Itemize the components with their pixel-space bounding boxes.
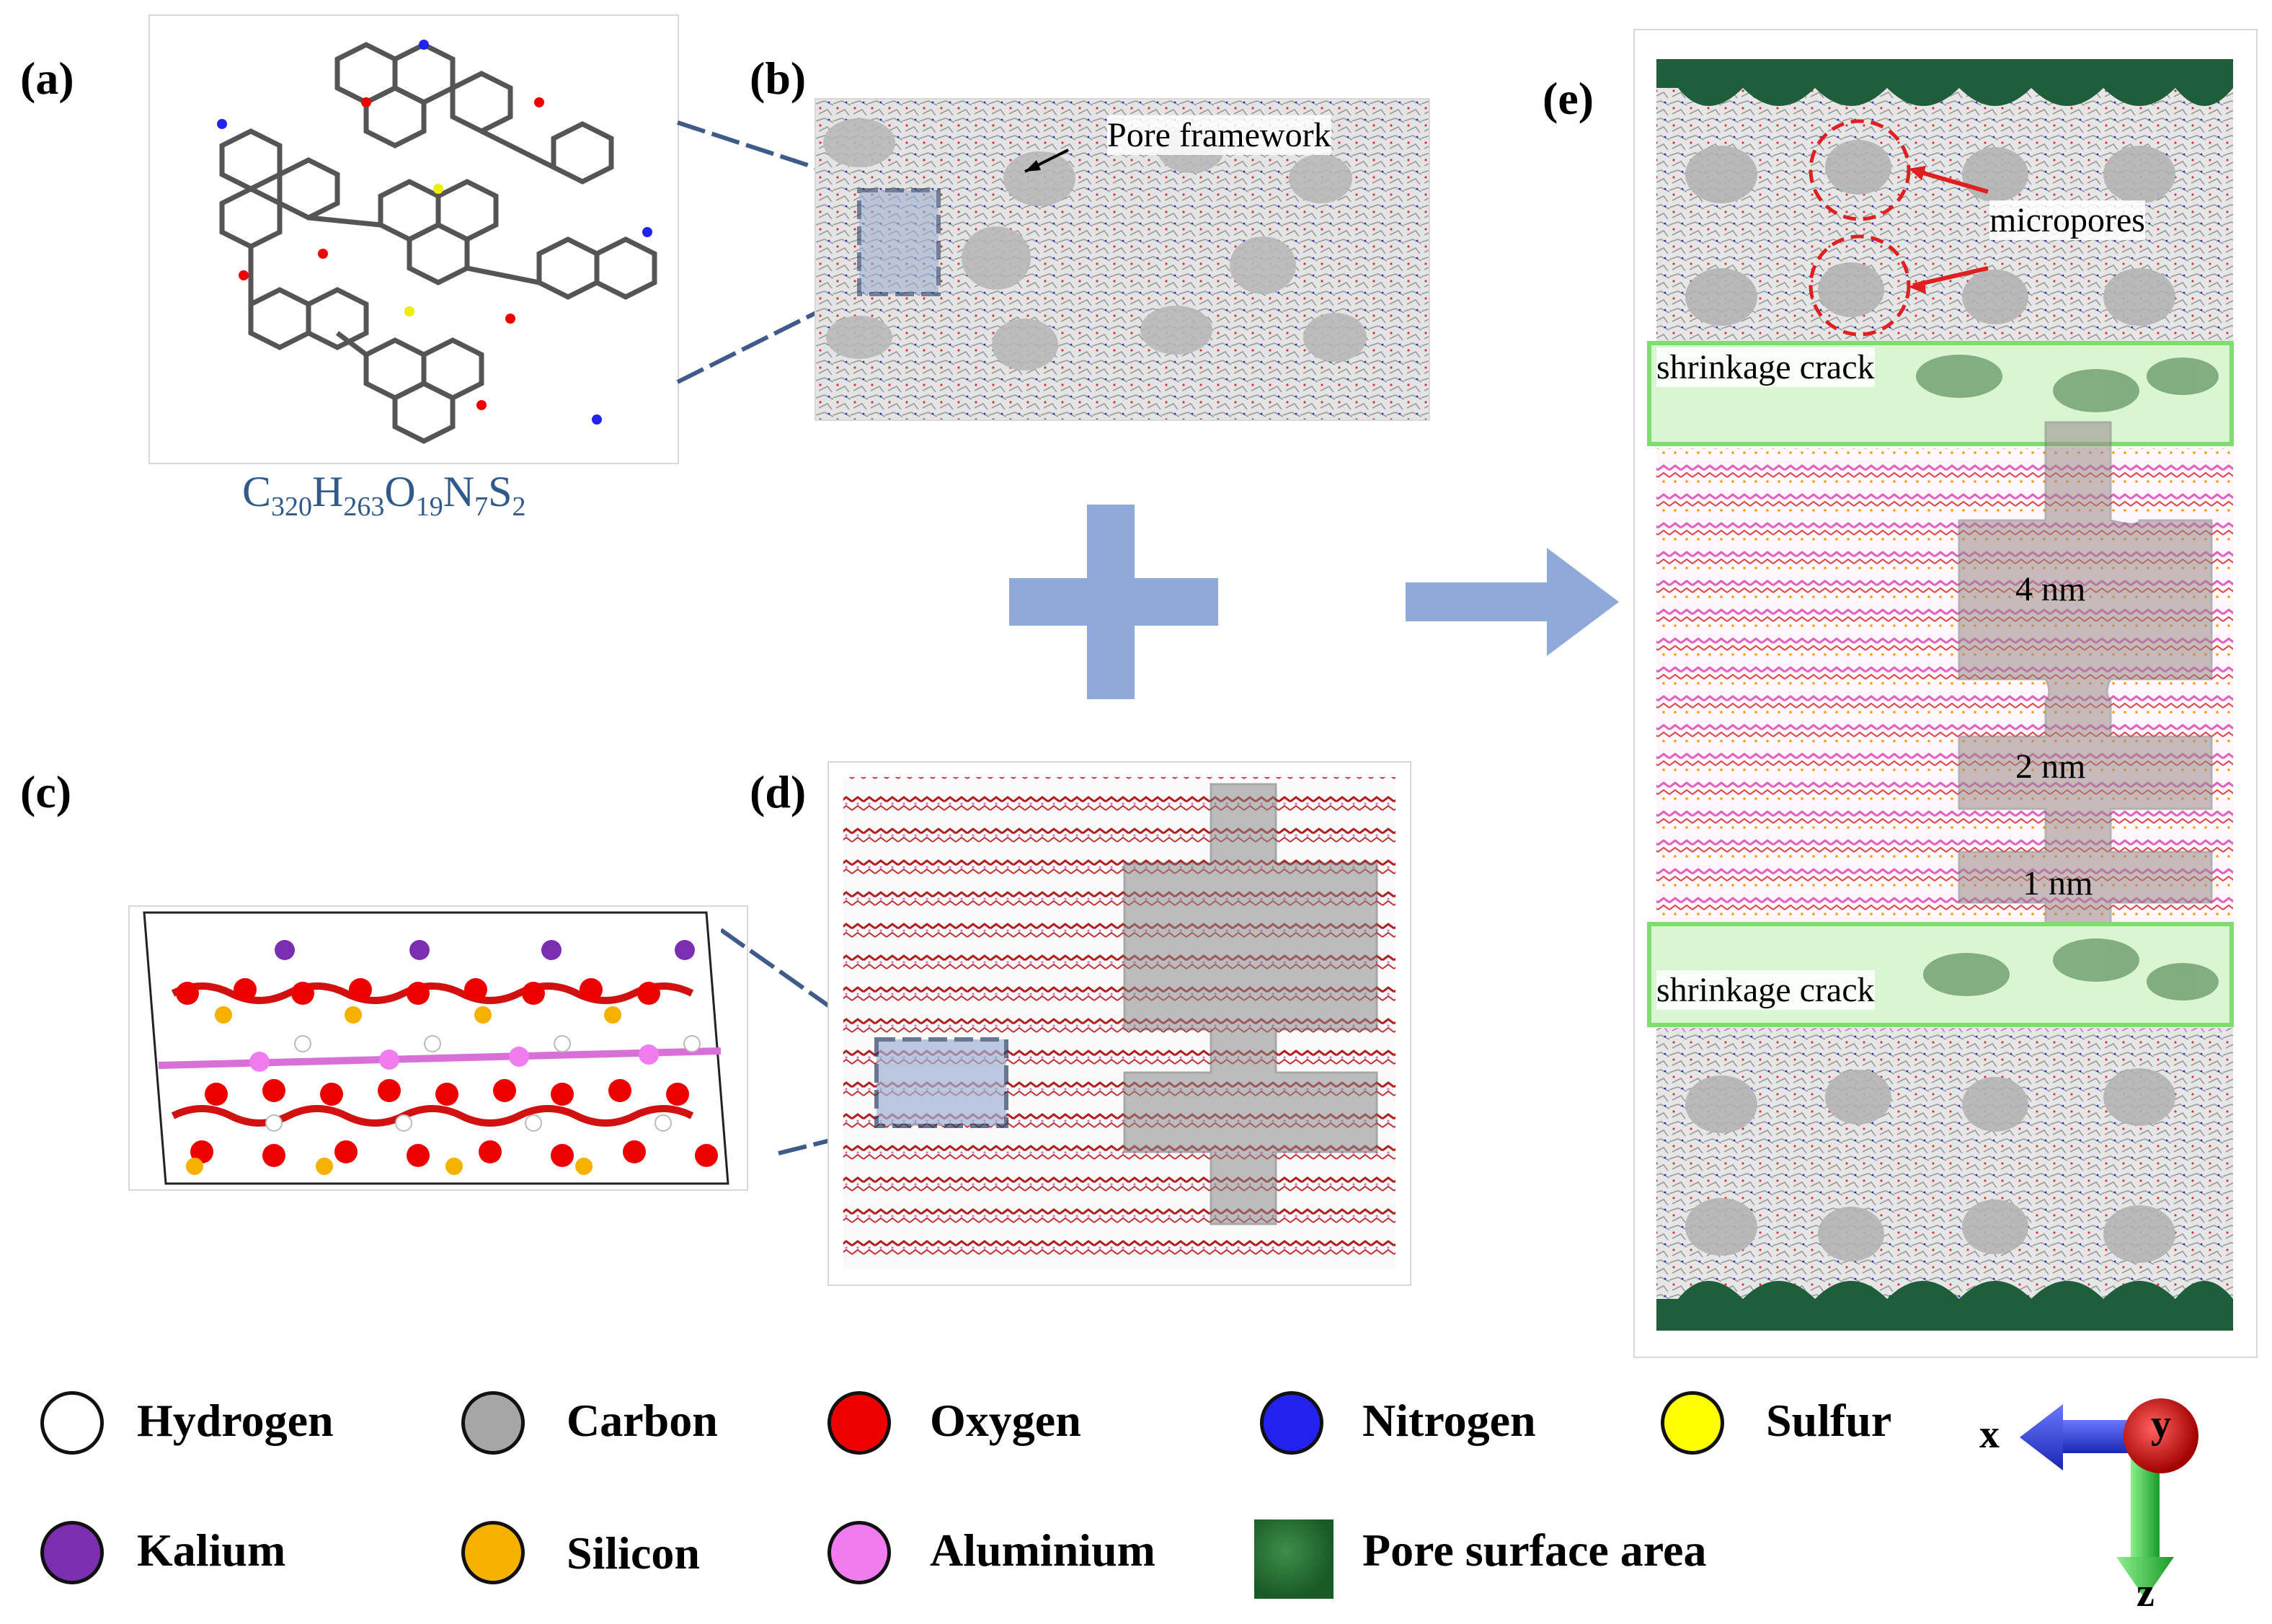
panel-label-d: (d): [750, 766, 807, 817]
kerogen-molecule-image: [217, 40, 657, 444]
legend-aluminium-label: Aluminium: [930, 1525, 1155, 1576]
legend-oxygen-swatch: [827, 1391, 891, 1455]
composite-model-panel: [1633, 29, 2258, 1358]
legend-pore-surface-label: Pore surface area: [1362, 1525, 1707, 1576]
pore-width-4nm-label: 4 nm: [2015, 570, 2086, 608]
legend-hydrogen-label: Hydrogen: [137, 1395, 334, 1446]
legend-sulfur-label: Sulfur: [1766, 1395, 1892, 1446]
legend-carbon-label: Carbon: [567, 1395, 718, 1446]
legend-pore-surface-swatch: [1254, 1519, 1334, 1599]
kerogen-bulk-image: [816, 99, 1429, 420]
legend-aluminium-swatch: [827, 1521, 891, 1584]
right-arrow-icon: [1406, 548, 1619, 656]
axis-z-label: z: [2136, 1571, 2155, 1615]
panel-label-b: (b): [750, 53, 807, 104]
illite-slab-image: [843, 777, 1395, 1270]
panel-label-e: (e): [1543, 73, 1594, 124]
shrinkage-crack-bottom-label: shrinkage crack: [1656, 970, 1875, 1010]
kerogen-molecule-panel: [148, 14, 679, 464]
panel-label-a: (a): [20, 53, 74, 104]
axis-triad-graphic: [2020, 1398, 2198, 1599]
pore-width-2nm-label: 2 nm: [2015, 747, 2086, 786]
axis-x-label: x: [1979, 1412, 2000, 1457]
legend-silicon-label: Silicon: [567, 1527, 700, 1579]
legend-silicon-swatch: [461, 1521, 525, 1584]
legend-kalium-swatch: [40, 1521, 104, 1584]
legend-sulfur-swatch: [1661, 1391, 1724, 1455]
panel-label-c: (c): [20, 766, 72, 817]
axis-y-label: y: [2151, 1402, 2171, 1447]
molecular-formula: C320H263O19N7S2: [242, 468, 526, 522]
axis-triad-icon: x y z: [1958, 1375, 2232, 1620]
micropores-label: micropores: [1989, 200, 2145, 240]
legend-hydrogen-swatch: [40, 1391, 104, 1455]
legend-oxygen-label: Oxygen: [930, 1395, 1081, 1446]
legend-carbon-swatch: [461, 1391, 525, 1455]
plus-icon: [1009, 505, 1218, 699]
illite-slab-panel: [827, 761, 1411, 1286]
shrinkage-crack-top-label: shrinkage crack: [1656, 347, 1875, 387]
pore-framework-label: Pore framework: [1107, 115, 1331, 155]
illite-unit-cell-panel: [128, 905, 748, 1191]
illite-unit-cell-image: [143, 911, 729, 1185]
legend-nitrogen-swatch: [1260, 1391, 1323, 1455]
legend-kalium-label: Kalium: [137, 1525, 286, 1576]
composite-model-image: [1647, 59, 2234, 1331]
legend-nitrogen-label: Nitrogen: [1362, 1395, 1536, 1446]
pore-width-1nm-label: 1 nm: [2023, 864, 2093, 902]
